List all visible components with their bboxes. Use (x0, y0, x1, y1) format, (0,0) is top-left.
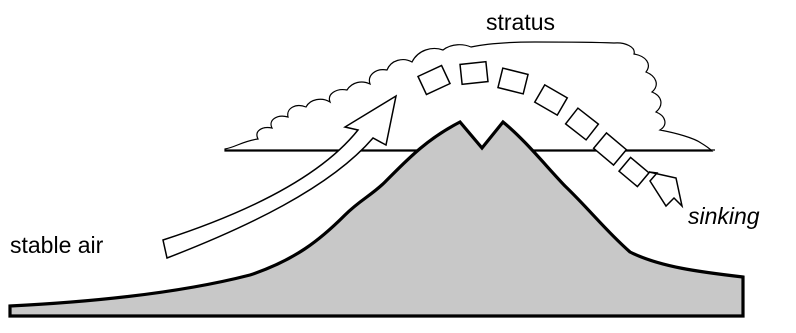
air-parcel-block (533, 83, 569, 117)
sinking-air-arrowhead (648, 171, 684, 209)
air-parcel-block (416, 64, 452, 96)
stratus-label: stratus (486, 9, 555, 35)
rising-air-arrow (162, 94, 398, 260)
air-parcel-block (564, 107, 600, 141)
air-parcel-block (497, 67, 529, 95)
air-parcel-block (617, 156, 651, 188)
air-parcel-block (592, 131, 628, 167)
mountain (8, 119, 745, 318)
sinking-air-blocks (416, 60, 651, 188)
sinking-label: sinking (688, 203, 760, 229)
stable-air-label: stable air (10, 232, 104, 258)
air-parcel-block (459, 60, 489, 86)
